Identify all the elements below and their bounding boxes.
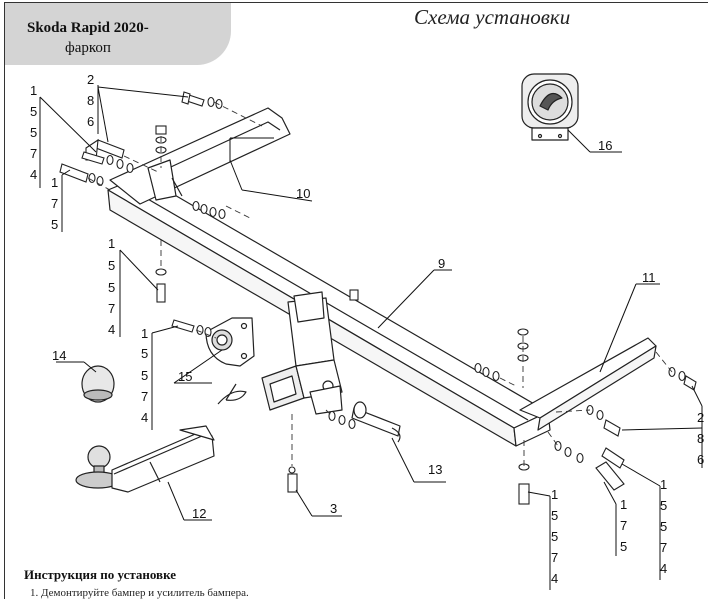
part-number: 7 [108,301,115,316]
part-number: 5 [141,368,148,383]
header-panel: Skoda Rapid 2020- фаркоп [5,3,231,65]
part-number: 7 [51,196,58,211]
part-number: 4 [551,571,558,586]
callout-3: 3 [330,501,337,516]
hitch-pin-part [351,401,401,443]
part-number-stack-c: 1 7 5 [51,175,58,232]
instructions-step: 1. Демонтируйте бампер и усилитель бампе… [30,587,249,599]
drawing-frame [4,2,708,599]
part-number: 2 [697,410,704,425]
part-number: 8 [697,431,704,446]
part-number-stack-a: 1 5 5 7 4 [30,83,37,182]
part-number: 5 [30,125,37,140]
schema-title: Схема установки [414,5,571,29]
part-number-stack-i: 1 5 5 7 4 [660,477,667,576]
part-number: 1 [660,477,667,492]
part-number: 7 [620,518,627,533]
callout-9: 9 [438,256,445,271]
part-number: 5 [108,258,115,273]
part-number: 8 [87,93,94,108]
part-number-stack-e: 1 5 5 7 4 [141,326,148,425]
header-title: Skoda Rapid 2020- [27,20,149,36]
part-number: 5 [660,519,667,534]
ball-mount-part [75,425,215,493]
part-number: 5 [620,539,627,554]
part-number: 4 [141,410,148,425]
part-number: 1 [30,83,37,98]
left-bracket [109,107,291,205]
tow-ball-part [81,365,115,403]
callout-13: 13 [428,462,442,477]
part-number: 6 [87,114,94,129]
instructions-title: Инструкция по установке [24,567,177,582]
callout-14: 14 [52,348,66,363]
part-number-stack-b: 2 8 6 [87,72,94,129]
part-number: 5 [141,346,148,361]
part-number: 5 [551,529,558,544]
brand-badge [521,73,579,141]
part-number: 7 [30,146,37,161]
receiver-assembly [261,291,343,415]
alignment-lines [87,101,673,466]
leader-lines [39,85,703,590]
part-number: 5 [660,498,667,513]
callout-15: 15 [178,369,192,384]
part-number-stack-g: 1 5 5 7 4 [551,487,558,586]
part-number: 7 [660,540,667,555]
part-number: 1 [51,175,58,190]
part-number: 1 [141,326,148,341]
part-number: 1 [551,487,558,502]
part-number: 5 [51,217,58,232]
part-number: 4 [660,561,667,576]
part-number: 2 [87,72,94,87]
part-number: 1 [108,236,115,251]
part-number: 5 [108,280,115,295]
part-number-stack-h: 1 7 5 [620,497,627,554]
right-bracket [519,337,657,431]
part-number: 4 [30,167,37,182]
part-number: 7 [551,550,558,565]
callout-16: 16 [598,138,612,153]
callout-11: 11 [642,270,656,285]
fasteners [59,91,697,505]
part-number-stack-d: 1 5 5 7 4 [108,236,115,337]
part-number: 6 [697,452,704,467]
socket-plate-part [205,317,255,367]
callout-12: 12 [192,506,206,521]
spring-clip [217,383,247,405]
callout-10: 10 [296,186,310,201]
part-number: 5 [551,508,558,523]
part-number: 1 [620,497,627,512]
part-number-stack-f: 2 8 6 [697,410,704,467]
header-subtitle: фаркоп [65,40,111,56]
part-number: 4 [108,322,115,337]
part-number: 5 [30,104,37,119]
part-number: 7 [141,389,148,404]
